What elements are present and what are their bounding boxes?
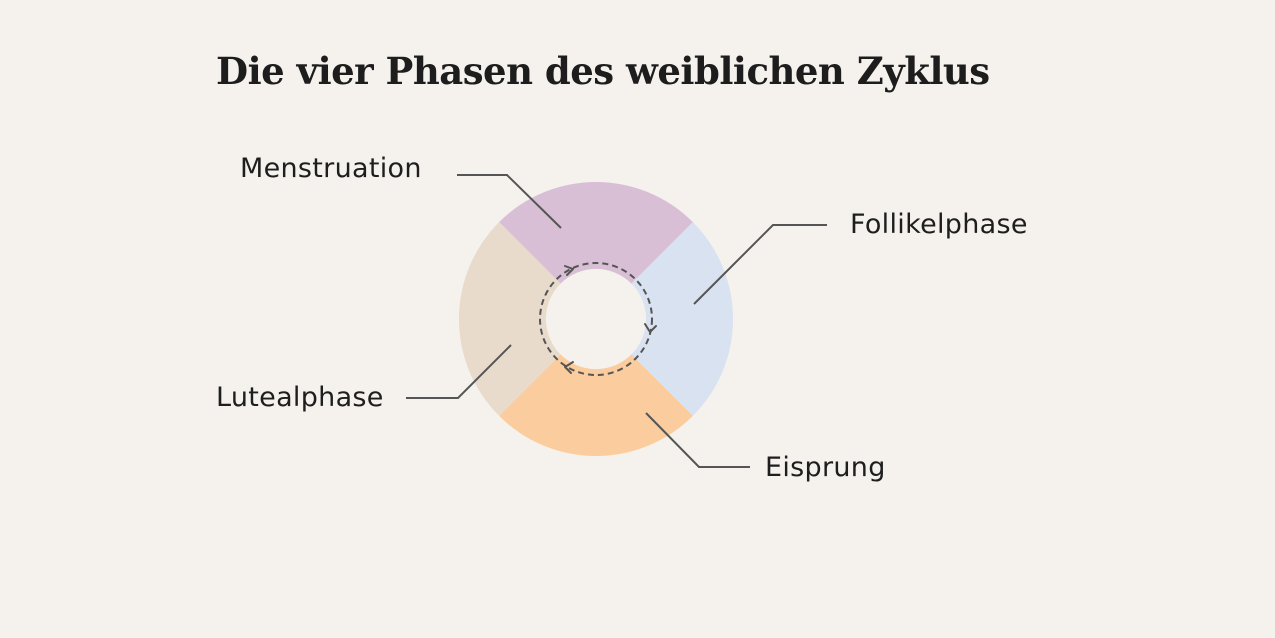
label-menstruation: Menstruation <box>240 153 422 184</box>
arrow-icon <box>564 361 574 374</box>
leader-line-follikelphase <box>693 224 827 305</box>
label-eisprung: Eisprung <box>765 452 886 483</box>
leader-line-eisprung <box>645 412 750 468</box>
leader-line-menstruation <box>457 174 562 229</box>
leader-line-lutealphase <box>406 344 512 399</box>
cycle-arrows <box>539 262 657 376</box>
label-lutealphase: Lutealphase <box>216 382 384 413</box>
segment-eisprung <box>499 354 693 457</box>
label-follikelphase: Follikelphase <box>850 209 1028 240</box>
cycle-dashed-circle <box>539 262 653 376</box>
segment-menstruation <box>499 181 693 284</box>
segment-follikelphase <box>631 222 734 416</box>
arrow-icon <box>644 323 657 333</box>
segment-lutealphase <box>458 222 561 416</box>
diagram-title: Die vier Phasen des weiblichen Zyklus <box>216 49 990 93</box>
arrow-icon <box>564 265 574 276</box>
